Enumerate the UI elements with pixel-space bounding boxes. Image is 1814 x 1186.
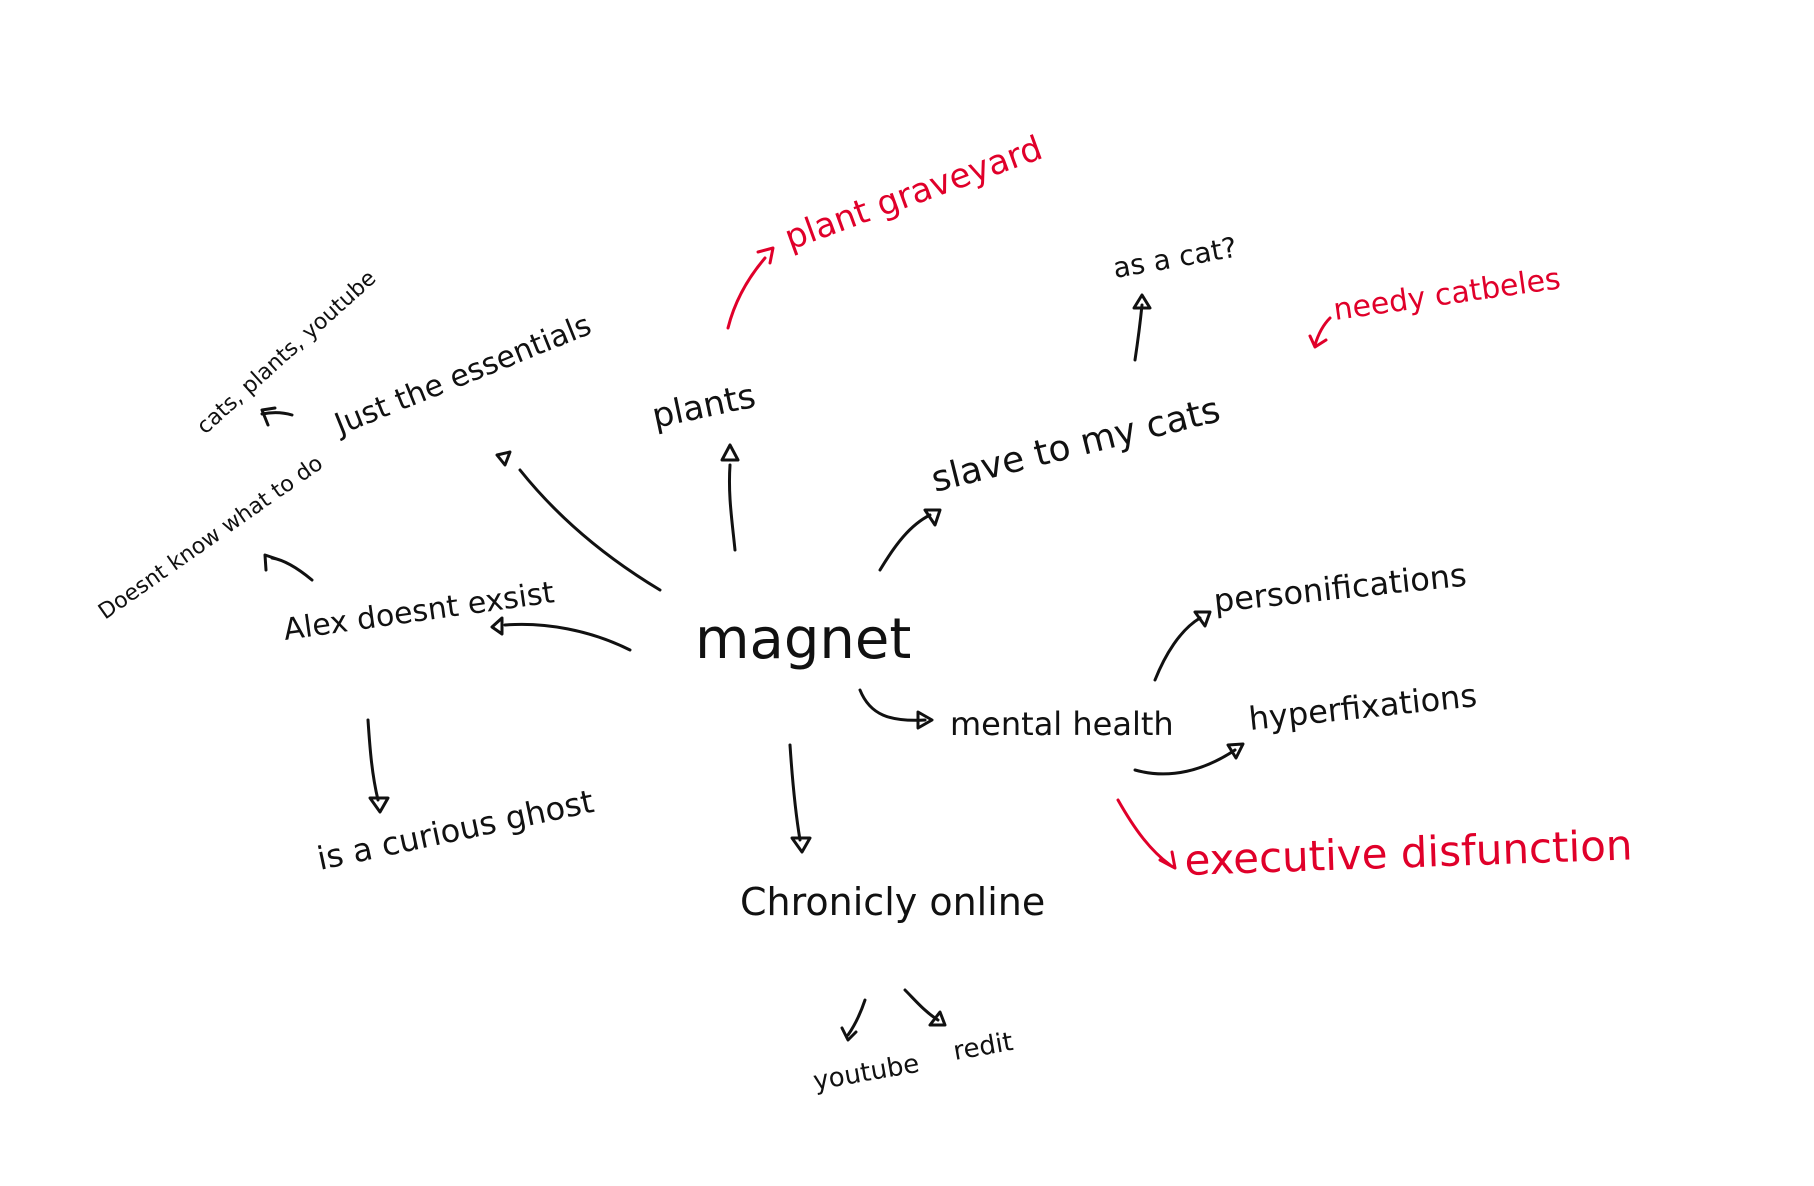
node-plant-graveyard: plant graveyard: [779, 128, 1047, 258]
arrow-plants-to-graveyard: [726, 246, 775, 330]
arrow-magnet-to-mental: [858, 688, 934, 730]
arrow-mental-to-personifications: [1153, 610, 1212, 682]
node-just-the-essentials: Just the essentials: [328, 308, 596, 444]
arrow-slave-to-cat: [1132, 293, 1152, 362]
node-chronically-online: Chronicly online: [740, 880, 1045, 924]
node-doesnt-know-what-to-do: Doesnt know what to do: [94, 451, 328, 625]
connectors: [260, 293, 1245, 1042]
node-mental-health: mental health: [950, 705, 1174, 743]
center-node: magnet: [695, 607, 911, 672]
node-needy-cats: needy catbeles: [1331, 261, 1562, 328]
arrow-online-to-youtube: [840, 998, 867, 1042]
arrow-to-executive: [1116, 798, 1177, 870]
red-connectors: [726, 246, 1332, 870]
arrow-magnet-to-slave: [878, 508, 942, 572]
node-alex-doesnt-exist: Alex doesnt exsist: [281, 575, 556, 648]
node-hyperfixations: hyperfixations: [1247, 676, 1479, 738]
arrow-magnet-to-essentials: [495, 450, 662, 592]
node-personifications: personifications: [1212, 556, 1468, 620]
node-youtube: youtube: [811, 1049, 922, 1097]
arrow-alex-to-ghost: [366, 718, 390, 814]
arrow-magnet-to-online: [788, 743, 812, 854]
arrow-magnet-to-plants: [720, 443, 740, 552]
arrow-to-needy: [1308, 316, 1332, 349]
node-executive-dysfunction: executive disfunction: [1184, 820, 1634, 885]
arrow-magnet-to-alex: [490, 616, 632, 652]
node-reddit: redit: [951, 1027, 1015, 1067]
node-curious-ghost: is a curious ghost: [314, 782, 597, 878]
arrow-online-to-reddit: [903, 988, 947, 1027]
node-as-a-cat: as a cat?: [1110, 231, 1239, 285]
arrow-mental-to-hyperfixations: [1133, 742, 1245, 776]
node-slave-to-my-cats: slave to my cats: [927, 389, 1224, 500]
arrow-alex-to-doesnt-know: [263, 553, 314, 582]
node-plants: plants: [649, 376, 760, 437]
arrow-essentials-to-cats: [260, 406, 294, 427]
